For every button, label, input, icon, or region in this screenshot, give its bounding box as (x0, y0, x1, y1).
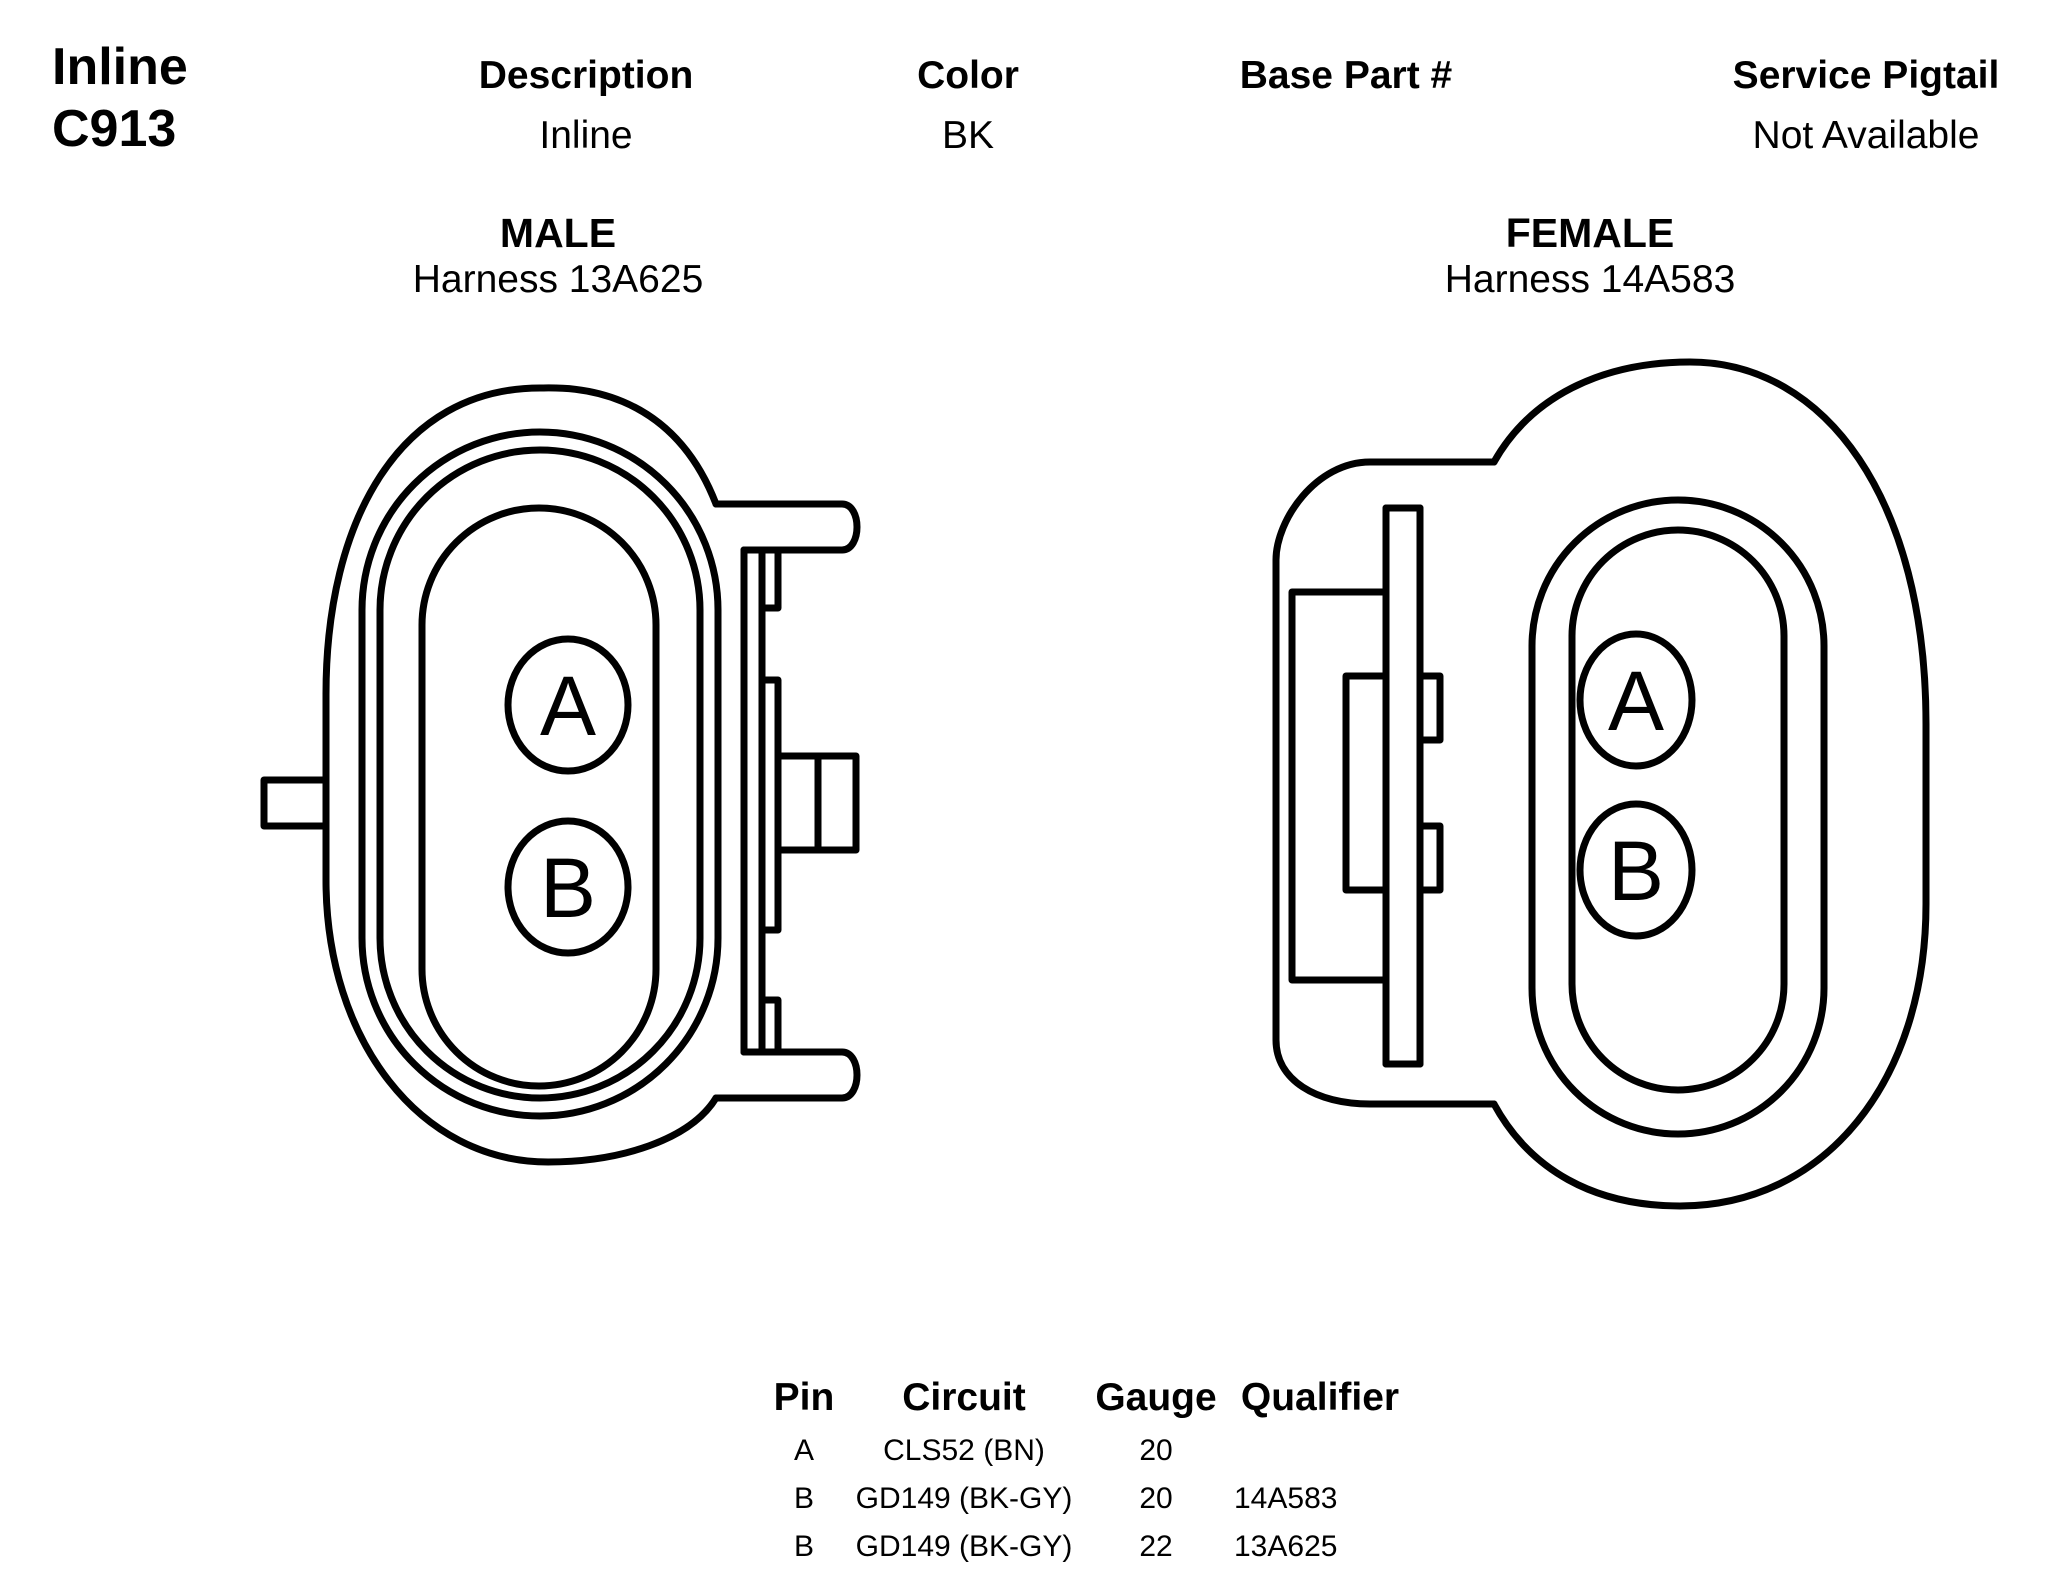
column-pin: Pin (773, 1376, 835, 1419)
male-flange-bottom (712, 1048, 861, 1102)
male-rib-notch-top (740, 546, 782, 612)
male-inner-oval-2 (376, 446, 704, 1102)
male-rib-notch-bottom (740, 996, 782, 1056)
value-color: BK (941, 114, 995, 157)
male-connector (260, 384, 861, 1166)
table-row-1-qualifier: 14A583 (1234, 1482, 1338, 1515)
table-row-2-gauge: 22 (1139, 1530, 1173, 1563)
table-row-2-qualifier: 13A625 (1234, 1530, 1338, 1563)
male-rib-mid (758, 676, 782, 934)
female-pin-b (1576, 800, 1696, 940)
male-pin-a (504, 635, 632, 775)
male-inner-oval-1 (358, 428, 722, 1120)
table-row-1-pin: B (793, 1482, 815, 1515)
table-row-0-pin: A (793, 1434, 815, 1467)
connector-type: Inline (52, 38, 188, 96)
table-row-0-circuit: CLS52 (BN) (883, 1434, 1045, 1467)
female-pin-a (1576, 630, 1696, 770)
female-connector (1272, 358, 1930, 1210)
male-harness: Harness 13A625 (412, 258, 704, 301)
female-harness: Harness 14A583 (1444, 258, 1736, 301)
male-label: MALE (499, 210, 617, 256)
female-latch-ramp (1342, 672, 1390, 894)
female-outer-shell (1490, 358, 1930, 1210)
table-row-1-gauge: 20 (1139, 1482, 1173, 1515)
male-pin-a-label: A (540, 659, 596, 753)
male-flange-top (712, 500, 861, 554)
table-row-2-pin: B (793, 1530, 815, 1563)
column-circuit: Circuit (902, 1376, 1026, 1419)
female-latch-box (1288, 588, 1390, 984)
value-description: Inline (539, 114, 633, 157)
header-color: Color (917, 54, 1019, 97)
female-label: FEMALE (1505, 210, 1675, 256)
female-cavity (1568, 526, 1788, 1094)
table-row-2-circuit: GD149 (BK-GY) (855, 1530, 1073, 1563)
connector-id: C913 (52, 100, 177, 158)
column-qualifier: Qualifier (1240, 1376, 1400, 1419)
female-inner-oval (1528, 496, 1828, 1138)
female-pin-b-label: B (1608, 824, 1664, 918)
male-cavity (418, 504, 660, 1090)
female-left-housing (1272, 458, 1498, 1108)
male-latch-tab (260, 776, 330, 830)
column-gauge: Gauge (1095, 1376, 1217, 1419)
header-description: Description (478, 54, 694, 97)
female-pin-a-label: A (1608, 654, 1664, 748)
male-pin-b-label: B (540, 841, 596, 935)
table-row-0-gauge: 20 (1139, 1434, 1173, 1467)
header-service-pigtail: Service Pigtail (1732, 54, 2000, 97)
male-pin-b (504, 817, 632, 957)
male-outer-shell (322, 384, 720, 1166)
value-service-pigtail: Not Available (1752, 114, 1980, 157)
header-base-part: Base Part # (1239, 54, 1453, 97)
table-row-1-circuit: GD149 (BK-GY) (855, 1482, 1073, 1515)
female-latch-notch (1416, 672, 1444, 894)
